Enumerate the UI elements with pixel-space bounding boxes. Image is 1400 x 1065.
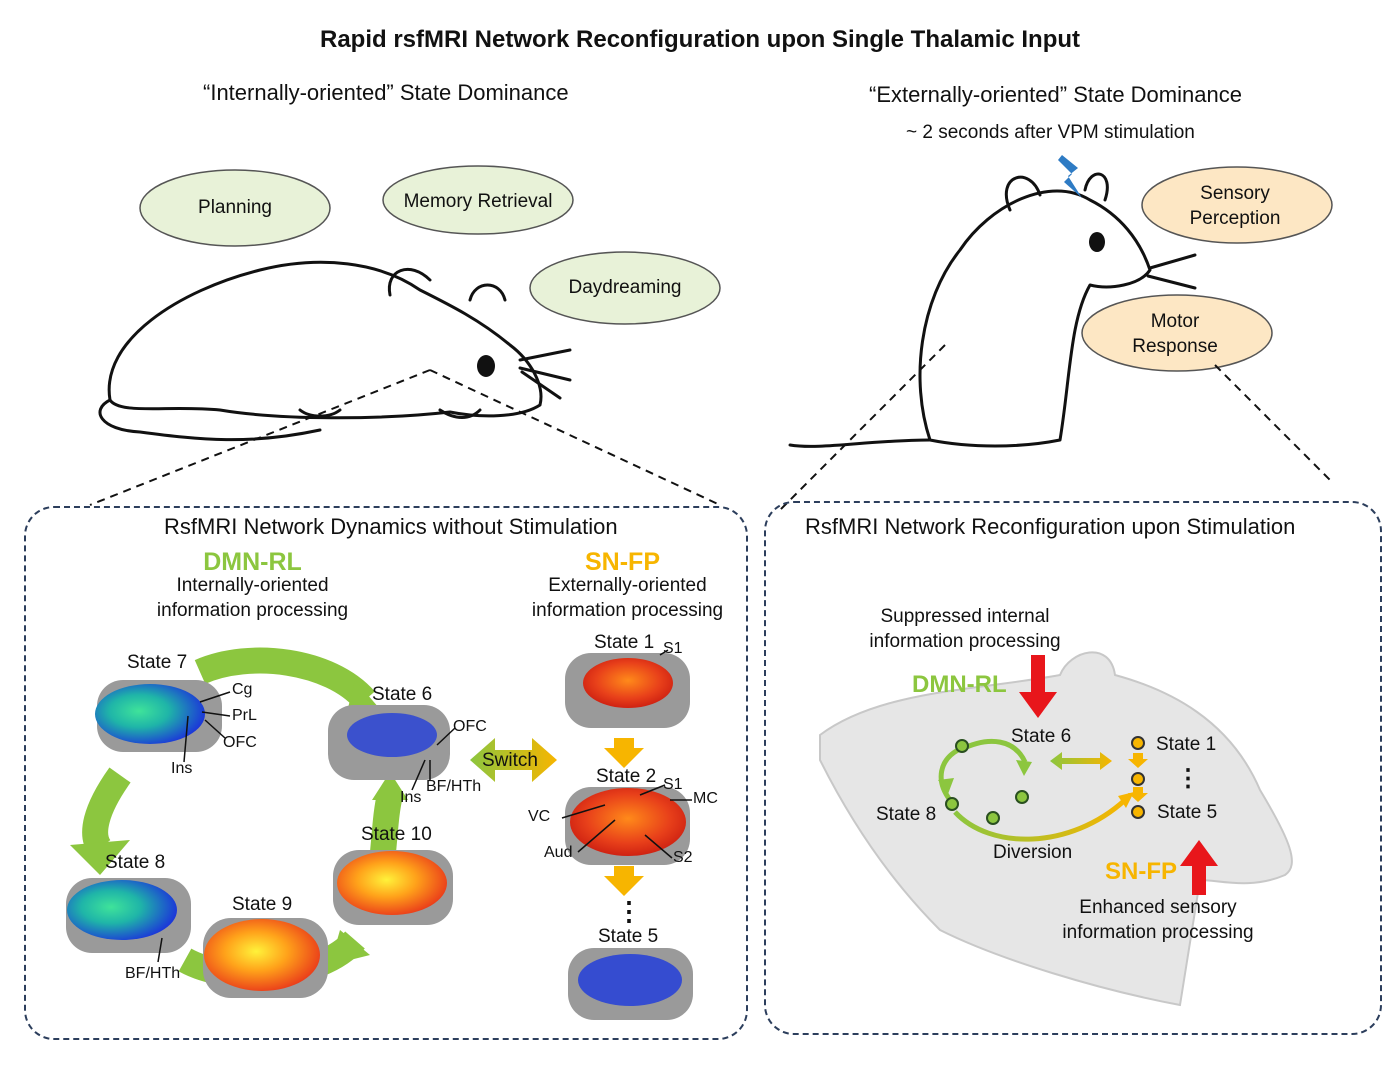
down-arrows-yellow [604,738,644,896]
right-state5-label: State 5 [1157,802,1218,823]
region-mc: MC [693,790,718,807]
state10-label: State 10 [361,824,432,845]
switch-arrow-icon [470,738,557,782]
region-ofc-7: OFC [223,734,257,751]
state5-label: State 5 [598,926,659,947]
state6-label: State 6 [372,684,433,705]
brain-state8 [66,878,191,953]
lightning-stimulus-icon [1058,155,1082,198]
suppressed-line2: information processing [869,631,1061,652]
right-state1-label: State 1 [1156,734,1217,755]
rat-eye-icon [477,355,495,377]
cloud-sensory-line2: Perception [1189,208,1281,229]
state8-label: State 8 [105,852,166,873]
cloud-motor-line1: Motor [1150,311,1200,332]
cloud-memory [382,165,574,235]
brain-state2 [565,787,690,865]
region-aud: Aud [544,844,573,861]
cloud-motor-line2: Response [1132,336,1218,357]
region-bfhth-6: BF/HTh [426,778,482,795]
right-yellow-nodes [1131,736,1145,819]
cloud-sensory [1141,166,1333,244]
brain-outline-silhouette [819,651,1293,1007]
cloud-label-planning: Planning [198,197,272,218]
figure-title: Rapid rsfMRI Network Reconfiguration upo… [319,26,1081,53]
cloud-motor [1081,294,1273,372]
right-panel-title: RsfMRI Network Reconfiguration upon Stim… [805,514,1296,539]
state9-label: State 9 [232,894,293,915]
snfp-desc-line1: Externally-oriented [548,575,707,596]
right-state6-label: State 6 [1011,726,1072,747]
brain-state6 [328,705,450,780]
diversion-arrow-icon [953,798,1127,842]
brain-state7 [95,680,222,752]
right-dmn-label: DMN-RL [912,671,1007,698]
snfp-desc-line2: information processing [531,600,724,621]
suppressed-line1: Suppressed internal [880,606,1050,627]
right-ellipsis: ⋮ [1176,765,1200,792]
cloud-label-sensory: Sensory Perception [1160,181,1310,231]
alert-rat-eye-icon [1089,232,1105,252]
left-panel [24,506,748,1040]
cloud-label-motor: Motor Response [1100,309,1250,359]
red-up-arrow-icon [1180,840,1218,895]
region-prl: PrL [232,707,257,724]
sn-fp-heading: SN-FP [585,548,660,576]
region-cg: Cg [232,681,253,698]
red-down-arrow-icon [1019,655,1057,718]
region-bfhth-8: BF/HTh [125,965,181,982]
brain-state5 [568,948,693,1020]
right-snfp-label: SN-FP [1105,858,1177,885]
right-heading: “Externally-oriented” State Dominance [869,82,1242,107]
alert-rat-drawing [788,172,1197,448]
right-panel [764,501,1382,1035]
region-s1-a: S1 [663,640,683,657]
right-state8-label: State 8 [876,804,937,825]
right-switch-arrow-icon [1050,752,1112,770]
resting-rat-drawing [98,260,572,442]
state1-label: State 1 [594,632,655,653]
left-heading: “Internally-oriented” State Dominance [203,80,569,105]
region-ins-7: Ins [171,760,193,777]
region-ofc-6: OFC [453,718,487,735]
cloud-planning [139,169,331,247]
region-ins-6: Ins [400,789,422,806]
dmn-desc-line2: information processing [156,600,349,621]
left-panel-title: RsfMRI Network Dynamics without Stimulat… [164,514,618,539]
region-s2: S2 [673,849,693,866]
enhanced-line2: information processing [1062,922,1254,943]
state7-label: State 7 [127,652,188,673]
right-mini-down-arrows [1128,753,1148,802]
region-vc: VC [528,808,551,825]
diversion-label: Diversion [993,842,1073,863]
state2-label: State 2 [596,766,657,787]
zoom-lines [89,344,1331,511]
cloud-label-daydreaming: Daydreaming [568,277,682,298]
switch-label: Switch [482,750,538,771]
region-s1-b: S1 [663,776,683,793]
left-ellipsis: ⋮ [616,896,642,926]
brain-state10 [333,850,453,925]
brain-state1 [565,653,690,728]
cloud-sensory-line1: Sensory [1200,183,1270,204]
enhanced-line1: Enhanced sensory [1079,897,1237,918]
right-subheading: ~ 2 seconds after VPM stimulation [906,122,1195,143]
cloud-label-memory: Memory Retrieval [403,191,553,212]
dmn-desc-line1: Internally-oriented [176,575,329,596]
cloud-daydreaming [529,251,721,325]
region-leader-lines [157,649,692,963]
brain-state9 [203,918,328,998]
dmn-rl-heading: DMN-RL [203,548,302,576]
right-cycle-nodes [945,739,1029,825]
